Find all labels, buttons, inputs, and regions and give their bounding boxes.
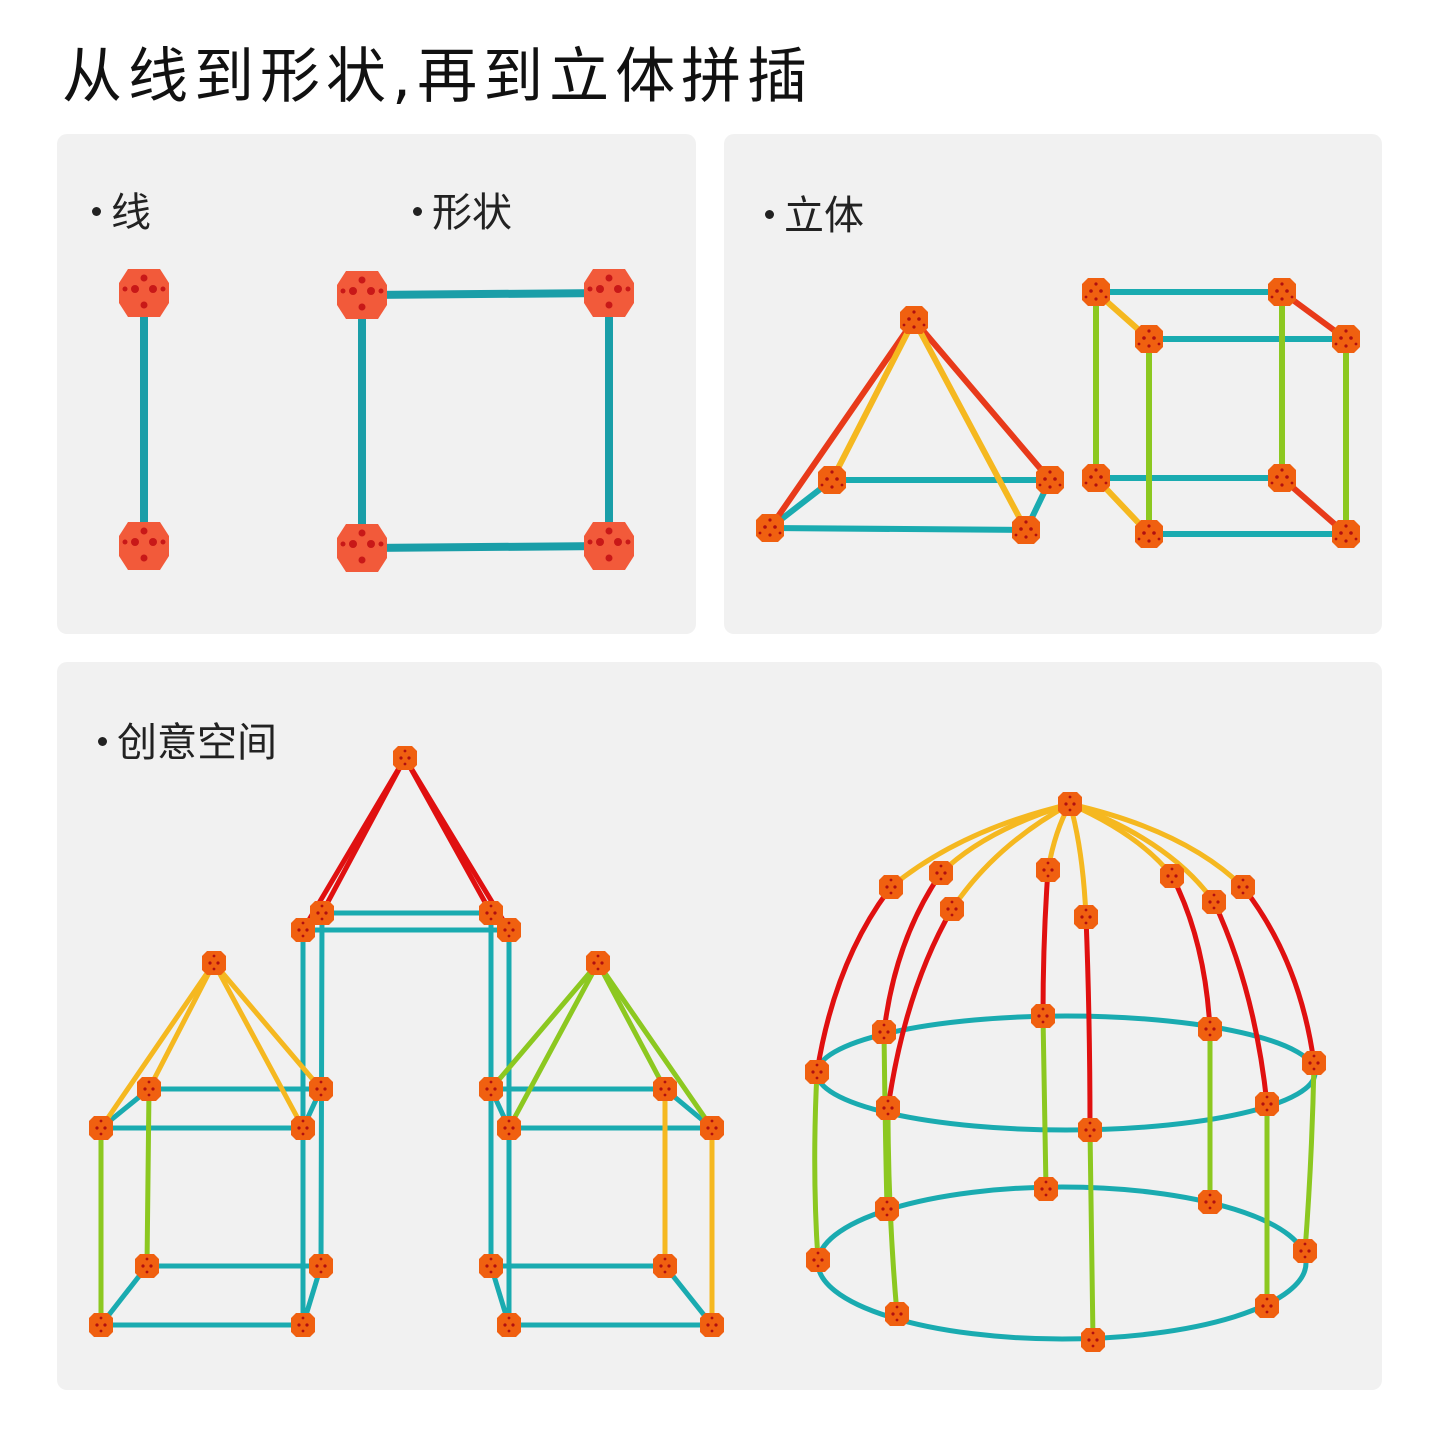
pyramid-model (756, 306, 1064, 544)
bullet-dot-icon (765, 209, 774, 219)
right-house-model (479, 951, 724, 1337)
cube-model (1082, 278, 1360, 548)
label-shape: 形状 (413, 180, 512, 238)
label-line: 线 (92, 180, 151, 238)
line-model (119, 269, 169, 570)
bullet-dot-icon (98, 736, 107, 746)
label-line-text: 线 (111, 190, 151, 236)
page-title: 从线到形状,再到立体拼插 (62, 42, 814, 112)
panel-creative (57, 662, 1382, 1390)
tower-model (291, 746, 521, 1328)
panel-solid (724, 134, 1382, 634)
label-creative-text: 创意空间 (117, 720, 277, 766)
label-creative: 创意空间 (98, 710, 277, 768)
label-solid-text: 立体 (784, 193, 864, 239)
square-model (337, 269, 634, 572)
label-shape-text: 形状 (432, 190, 512, 236)
left-house-model (89, 951, 333, 1337)
bullet-dot-icon (92, 206, 101, 216)
label-solid: 立体 (765, 183, 864, 241)
bullet-dot-icon (413, 206, 422, 216)
